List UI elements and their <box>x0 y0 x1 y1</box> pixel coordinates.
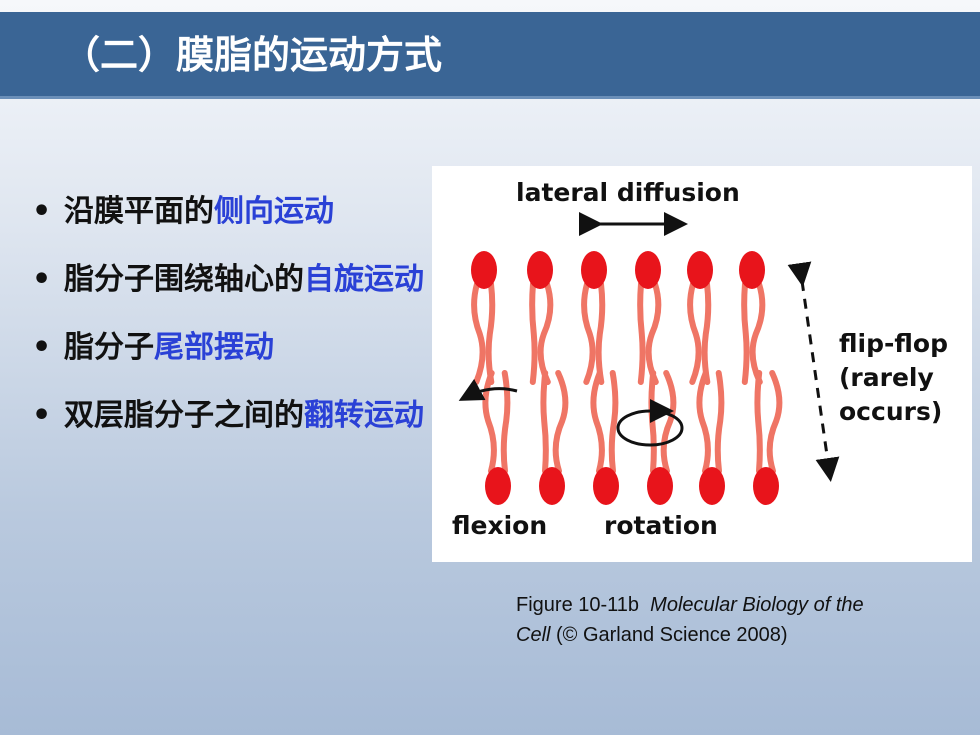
lipid-head <box>753 467 779 505</box>
bullet-item: • 脂分子围绕轴心的自旋运动 <box>28 246 428 314</box>
lipid-motion-figure: lateral diffusion flip-flop (rarely occu… <box>432 166 972 562</box>
figure-caption: Figure 10-11b Molecular Biology of the C… <box>516 590 966 650</box>
lipid-tail <box>741 281 750 385</box>
lipid-head <box>739 251 765 289</box>
lipid-tail <box>754 370 763 474</box>
lipid-tail <box>595 281 606 385</box>
caption-figure-number: Figure 10-11b <box>516 594 640 616</box>
bullet-dot-icon: • <box>32 194 52 229</box>
bullet-item: • 双层脂分子之间的翻转运动 <box>28 382 428 450</box>
bullet-item: • 脂分子尾部摆动 <box>28 314 428 382</box>
bullet-text: 脂分子围绕轴心的 <box>64 262 304 297</box>
lipid-tail <box>687 281 702 385</box>
lipid-tail <box>701 281 712 385</box>
slide-title: （二）膜脂的运动方式 <box>62 33 443 77</box>
lipid-tail <box>471 281 486 385</box>
lateral-diffusion-label: lateral diffusion <box>516 178 740 207</box>
bullet-dot-icon: • <box>32 398 52 433</box>
lipid-head <box>635 251 661 289</box>
lipid-head <box>687 251 713 289</box>
lipid-tail <box>766 370 783 474</box>
lipid-head <box>485 467 511 505</box>
lipid-head <box>699 467 725 505</box>
bullet-highlight: 尾部摆动 <box>154 330 274 365</box>
bullet-item: • 沿膜平面的侧向运动 <box>28 178 428 246</box>
lipid-head <box>581 251 607 289</box>
lipid-bilayer-diagram: lateral diffusion flip-flop (rarely occu… <box>452 178 948 540</box>
lipid-tail <box>537 281 554 385</box>
lipid-tail <box>482 370 497 474</box>
flip-flop-label: flip-flop <box>839 329 948 358</box>
lipid-head <box>471 251 497 289</box>
caption-book-title: Molecular Biology of the <box>650 594 864 616</box>
lipid-tail <box>637 281 646 385</box>
lipid-tail <box>540 370 549 474</box>
lipid-tail <box>529 281 538 385</box>
lipid-tail <box>749 281 766 385</box>
bullet-text: 双层脂分子之间的 <box>64 398 304 433</box>
lipid-head <box>593 467 619 505</box>
bullet-text: 脂分子 <box>64 330 154 365</box>
lipid-tail <box>645 281 662 385</box>
bullet-dot-icon: • <box>32 262 52 297</box>
lipid-head <box>527 251 553 289</box>
caption-book-title-end: Cell <box>516 624 551 646</box>
flexion-label: flexion <box>452 511 547 540</box>
lipid-tail <box>552 370 569 474</box>
flexion-arrow-icon <box>458 378 518 401</box>
lipid-tail <box>648 370 657 474</box>
lipid-tail <box>608 370 619 474</box>
bullet-text: 沿膜平面的 <box>64 194 214 229</box>
lipid-head <box>647 467 673 505</box>
title-bar: （二）膜脂的运动方式 <box>0 12 980 99</box>
rotation-label: rotation <box>604 511 718 540</box>
flip-flop-note-1: (rarely <box>839 363 934 392</box>
flip-flop-note-2: occurs) <box>839 397 942 426</box>
lipid-head <box>539 467 565 505</box>
lipid-tail <box>714 370 725 474</box>
bullet-highlight: 翻转运动 <box>304 398 424 433</box>
lipid-tail <box>696 370 711 474</box>
lipid-tail <box>660 370 677 474</box>
lipid-tail <box>581 281 596 385</box>
bullet-highlight: 侧向运动 <box>214 194 334 229</box>
caption-credit: (© Garland Science 2008) <box>556 624 788 646</box>
bullet-highlight: 自旋运动 <box>304 262 424 297</box>
flip-flop-arrow-icon <box>787 261 840 482</box>
bullet-dot-icon: • <box>32 330 52 365</box>
bullet-list: • 沿膜平面的侧向运动 • 脂分子围绕轴心的自旋运动 • 脂分子尾部摆动 • 双… <box>28 178 428 450</box>
lipid-molecules <box>471 251 783 505</box>
lipid-tail <box>485 281 496 385</box>
lipid-tail <box>590 370 605 474</box>
